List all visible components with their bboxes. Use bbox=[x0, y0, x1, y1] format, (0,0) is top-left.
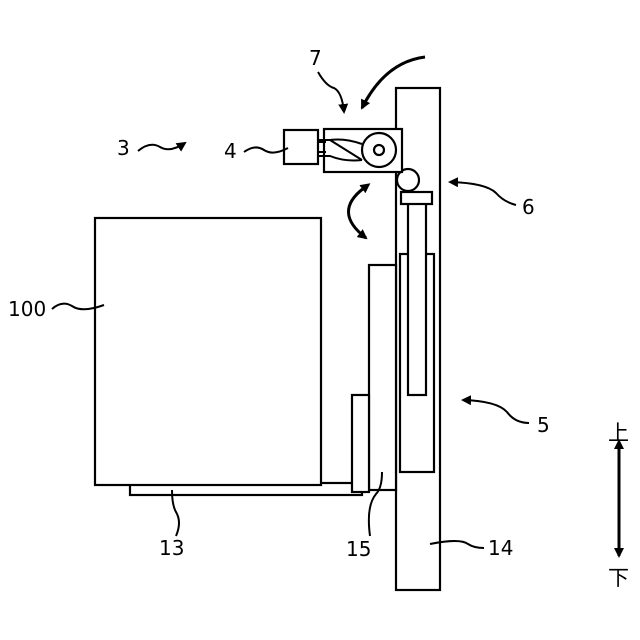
label-3: 3 bbox=[117, 136, 130, 160]
leader-7 bbox=[318, 72, 344, 112]
label-4: 4 bbox=[224, 139, 237, 163]
leader-13 bbox=[172, 490, 179, 536]
label-7: 7 bbox=[309, 46, 322, 70]
slide-cap-6 bbox=[401, 192, 432, 204]
leader-5 bbox=[463, 400, 529, 423]
leader-4 bbox=[244, 147, 288, 152]
label-100: 100 bbox=[8, 297, 46, 321]
motor-4 bbox=[284, 130, 318, 164]
leader-3 bbox=[138, 143, 185, 151]
slide-rod-5 bbox=[408, 200, 426, 395]
label-6: 6 bbox=[522, 195, 535, 219]
leader-6 bbox=[450, 182, 516, 205]
label-15: 15 bbox=[346, 537, 371, 561]
swing-arrow bbox=[348, 188, 366, 238]
label-down: 下 bbox=[608, 566, 629, 590]
block-100 bbox=[95, 218, 321, 485]
label-14: 14 bbox=[488, 536, 513, 560]
pulley-inner bbox=[374, 145, 384, 155]
plate-15-short bbox=[352, 395, 369, 492]
plate-15-tall bbox=[369, 265, 396, 490]
label-13: 13 bbox=[159, 536, 184, 560]
label-5: 5 bbox=[537, 413, 550, 437]
label-up: 上 bbox=[608, 421, 629, 445]
